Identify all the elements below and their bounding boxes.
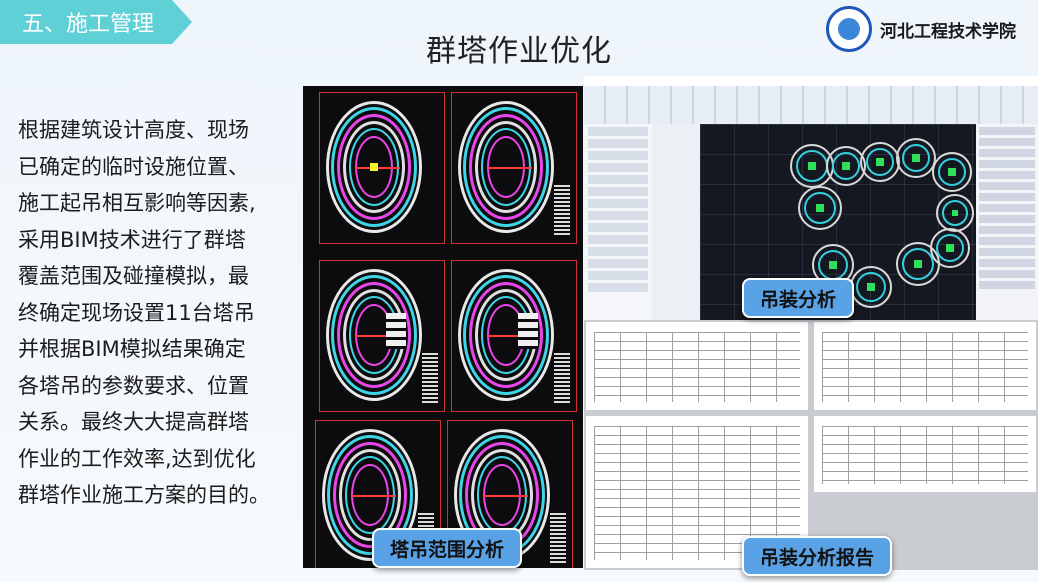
crane-drawing	[319, 92, 445, 244]
description-line: 终确定现场设置11台塔吊	[18, 300, 255, 325]
description-line: 群塔作业施工方案的目的。	[18, 483, 270, 507]
description-line: 施工起吊相互影响等因素,	[18, 191, 256, 215]
crane-range-label: 塔吊范围分析	[372, 528, 523, 568]
crane-drawing	[319, 260, 445, 412]
description-line: 各塔吊的参数要求、位置	[18, 373, 249, 398]
model-tree-panel	[584, 124, 652, 320]
crane-drawing	[451, 92, 577, 244]
report-page	[814, 322, 1036, 410]
crane-drawing	[451, 260, 577, 412]
report-page	[814, 416, 1036, 492]
report-page	[586, 322, 808, 410]
description-line: 作业的工作效率,达到优化	[18, 446, 256, 471]
crane-drawing	[315, 420, 441, 568]
description-text: 根据建筑设计高度、现场 已确定的临时设施位置、 施工起吊相互影响等因素, 采用B…	[18, 112, 288, 514]
school-logo: 河北工程技术学院	[826, 4, 1038, 54]
hoisting-analysis-screenshot	[584, 76, 1038, 320]
page-title: 群塔作业优化	[426, 34, 612, 69]
school-seal-icon	[826, 6, 872, 52]
description-line: 并根据BIM模拟结果确定	[18, 337, 246, 361]
description-line: 覆盖范围及碰撞模拟，最	[18, 264, 249, 288]
school-name: 河北工程技术学院	[880, 21, 1016, 42]
description-line: 已确定的临时设施位置、	[18, 154, 249, 179]
crane-range-screenshot	[303, 86, 583, 568]
parameter-panel	[976, 124, 1038, 320]
hoisting-report-screenshot	[584, 320, 1038, 570]
hoisting-label: 吊装分析	[742, 278, 855, 318]
property-panel	[652, 124, 700, 320]
description-line: 关系。最终大大提高群塔	[18, 410, 249, 434]
description-line: 采用BIM技术进行了群塔	[18, 227, 246, 252]
ribbon-toolbar	[584, 86, 1038, 124]
section-tab: 五、施工管理	[0, 0, 192, 44]
section-tab-label: 五、施工管理	[22, 12, 155, 37]
hoisting-report-label: 吊装分析报告	[742, 536, 893, 576]
description-line: 根据建筑设计高度、现场	[18, 118, 249, 142]
